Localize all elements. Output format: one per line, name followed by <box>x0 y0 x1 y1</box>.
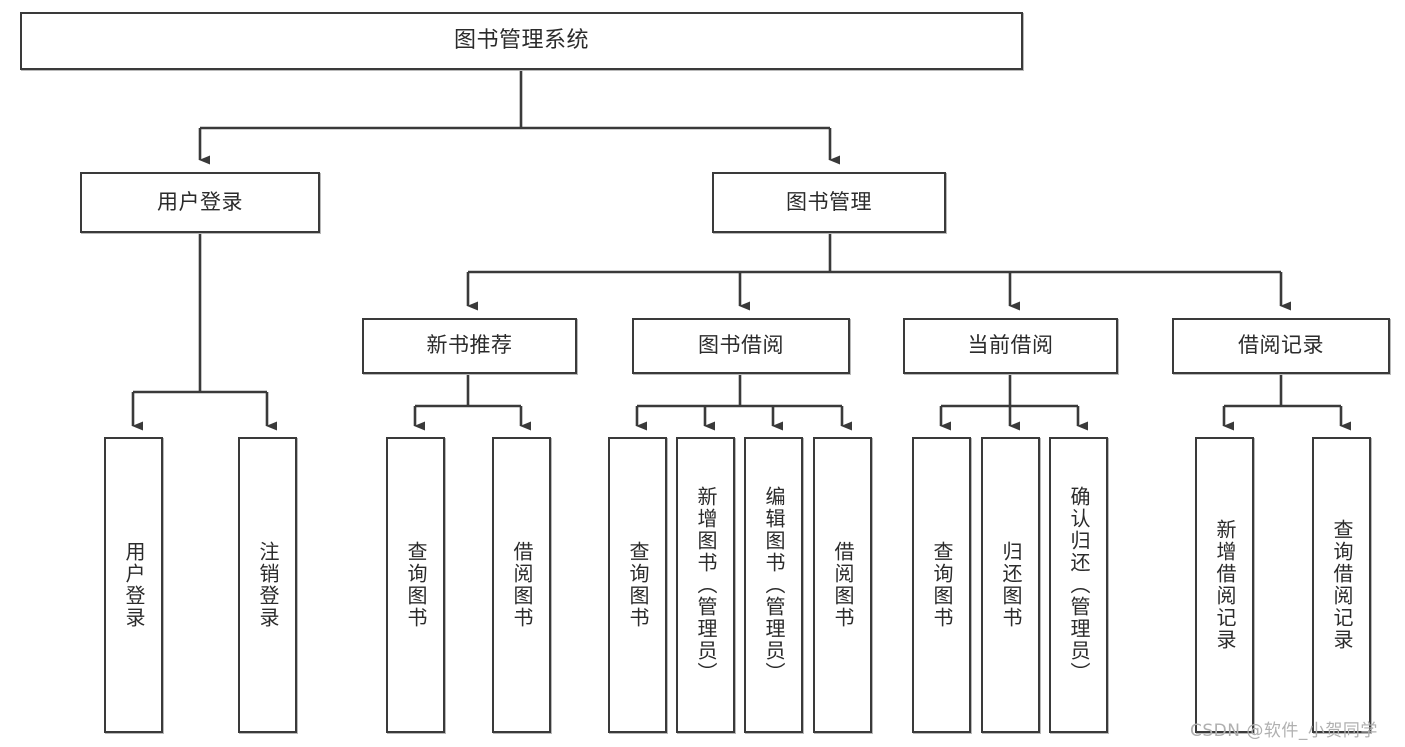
node-label: 确认归还（管理员） <box>1067 486 1091 684</box>
leaf-node-add-borrow-record[interactable]: 新增借阅记录 <box>1195 437 1254 733</box>
node-label: 新增借阅记录 <box>1213 519 1237 651</box>
node-label: 注销登录 <box>256 541 280 629</box>
node-book-management[interactable]: 图书管理 <box>712 172 946 233</box>
node-label: 归还图书 <box>999 541 1023 629</box>
leaf-node-logout[interactable]: 注销登录 <box>238 437 297 733</box>
node-root-book-management-system[interactable]: 图书管理系统 <box>20 12 1023 70</box>
node-label: 查询图书 <box>626 541 650 629</box>
leaf-node-borrow-books-recommend[interactable]: 借阅图书 <box>492 437 551 733</box>
leaf-node-edit-book-admin[interactable]: 编辑图书（管理员） <box>744 437 803 733</box>
node-label: 用户登录 <box>157 189 243 214</box>
leaf-node-confirm-return-admin[interactable]: 确认归还（管理员） <box>1049 437 1108 733</box>
leaf-node-add-book-admin[interactable]: 新增图书（管理员） <box>676 437 735 733</box>
node-label: 查询图书 <box>404 541 428 629</box>
node-label: 查询借阅记录 <box>1330 519 1354 651</box>
node-label: 用户登录 <box>122 541 146 629</box>
node-user-login[interactable]: 用户登录 <box>80 172 320 233</box>
node-label: 借阅图书 <box>510 541 534 629</box>
leaf-node-query-borrow-record[interactable]: 查询借阅记录 <box>1312 437 1371 733</box>
node-label: 新增图书（管理员） <box>694 486 718 684</box>
node-book-borrowing[interactable]: 图书借阅 <box>632 318 850 374</box>
node-current-borrowing[interactable]: 当前借阅 <box>903 318 1118 374</box>
leaf-node-query-books-current[interactable]: 查询图书 <box>912 437 971 733</box>
node-borrow-records[interactable]: 借阅记录 <box>1172 318 1390 374</box>
csdn-watermark: CSDN @软件_小贺同学 <box>1190 721 1378 741</box>
node-label: 当前借阅 <box>967 333 1054 358</box>
leaf-node-user-login[interactable]: 用户登录 <box>104 437 163 733</box>
leaf-node-borrow-books[interactable]: 借阅图书 <box>813 437 872 733</box>
node-label: 图书管理系统 <box>453 27 589 53</box>
leaf-node-query-books-recommend[interactable]: 查询图书 <box>386 437 445 733</box>
leaf-node-return-books[interactable]: 归还图书 <box>981 437 1040 733</box>
node-label: 编辑图书（管理员） <box>762 486 786 684</box>
node-label: 借阅图书 <box>831 541 855 629</box>
node-label: 查询图书 <box>930 541 954 629</box>
node-label: 新书推荐 <box>426 333 513 358</box>
leaf-node-query-books-borrow[interactable]: 查询图书 <box>608 437 667 733</box>
node-label: 图书管理 <box>786 189 872 214</box>
node-label: 图书借阅 <box>698 333 784 358</box>
node-new-book-recommendation[interactable]: 新书推荐 <box>362 318 577 374</box>
node-label: 借阅记录 <box>1238 333 1324 358</box>
